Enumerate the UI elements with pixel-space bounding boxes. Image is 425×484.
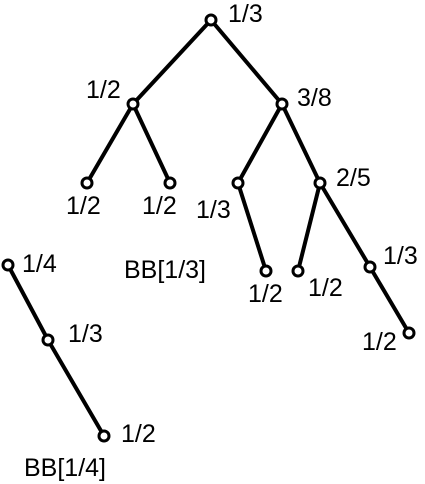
caption-bb-1-4: BB[1/4] (24, 454, 106, 482)
main-node-a (126, 97, 140, 111)
small-edge-s1-s2 (46, 338, 106, 438)
main-node-label-a: 1/2 (86, 76, 121, 104)
main-node-b1 (231, 176, 245, 190)
labels-layer: 1/3 1/2 3/8 1/2 1/2 1/3 2/5 1/2 1/2 1/3 1/2 1/4 1/3 1… (22, 0, 418, 448)
main-edge-b2b-b2b1 (368, 265, 411, 335)
main-node-b2a (291, 264, 305, 278)
edges-layer (6, 18, 411, 438)
main-node-label-b2b1: 1/2 (362, 328, 397, 356)
main-node-b2 (313, 176, 327, 190)
caption-bb-1-3: BB[1/3] (124, 256, 206, 284)
main-edge-a-a2 (131, 102, 172, 185)
small-node-s2 (97, 429, 111, 443)
small-edge-s0-s1 (6, 263, 50, 342)
main-node-label-b2: 2/5 (336, 164, 371, 192)
main-edge-b1-b1a (236, 181, 268, 273)
main-node-b (275, 97, 289, 111)
nodes-layer (1, 13, 416, 443)
main-edge-root-b (209, 18, 284, 106)
main-node-root (204, 13, 218, 27)
small-node-s1 (41, 333, 55, 347)
small-node-label-s2: 1/2 (121, 420, 156, 448)
main-node-b2b (363, 260, 377, 274)
main-edge-b2-b2a (296, 181, 322, 273)
main-node-label-b: 3/8 (297, 84, 332, 112)
main-node-label-b1: 1/3 (196, 196, 231, 224)
main-node-label-b1a: 1/2 (248, 280, 283, 308)
main-node-label-root: 1/3 (228, 0, 263, 28)
main-node-a2 (163, 176, 177, 190)
main-node-label-b2b: 1/3 (383, 242, 418, 270)
main-node-b2b1 (402, 326, 416, 340)
main-node-label-a2: 1/2 (142, 192, 177, 220)
main-edge-b-b2 (280, 102, 322, 185)
small-node-label-s0: 1/4 (22, 250, 57, 278)
main-node-label-b2a: 1/2 (308, 274, 343, 302)
main-node-label-a1: 1/2 (66, 192, 101, 220)
small-node-s0 (1, 258, 15, 272)
main-edge-a-a1 (85, 102, 135, 185)
main-edge-root-a (131, 18, 213, 106)
main-node-a1 (80, 176, 94, 190)
main-edge-b2-b2b (318, 181, 372, 269)
small-node-label-s1: 1/3 (68, 320, 103, 348)
main-node-b1a (259, 264, 273, 278)
main-edge-b-b1 (236, 102, 284, 185)
